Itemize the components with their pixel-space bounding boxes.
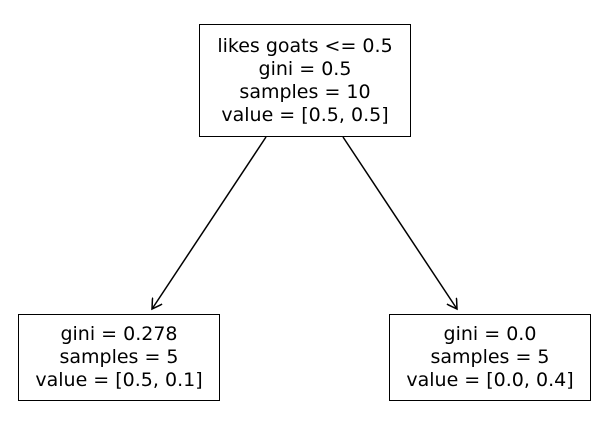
right-gini: gini = 0.0	[443, 323, 537, 345]
root-value: value = [0.5, 0.5]	[221, 103, 389, 126]
left-leaf-node: gini = 0.278 samples = 5 value = [0.5, 0…	[18, 314, 220, 401]
root-gini: gini = 0.5	[258, 57, 352, 80]
left-samples: samples = 5	[59, 346, 179, 368]
edge-root-to-left	[152, 136, 267, 309]
edge-root-to-right	[342, 136, 457, 309]
left-value: value = [0.5, 0.1]	[35, 369, 203, 391]
root-samples: samples = 10	[239, 80, 371, 103]
root-node: likes goats <= 0.5 gini = 0.5 samples = …	[199, 24, 411, 137]
right-samples: samples = 5	[430, 346, 550, 368]
right-leaf-node: gini = 0.0 samples = 5 value = [0.0, 0.4…	[389, 314, 591, 401]
root-split-condition: likes goats <= 0.5	[217, 34, 393, 57]
left-gini: gini = 0.278	[60, 323, 178, 345]
right-value: value = [0.0, 0.4]	[406, 369, 574, 391]
